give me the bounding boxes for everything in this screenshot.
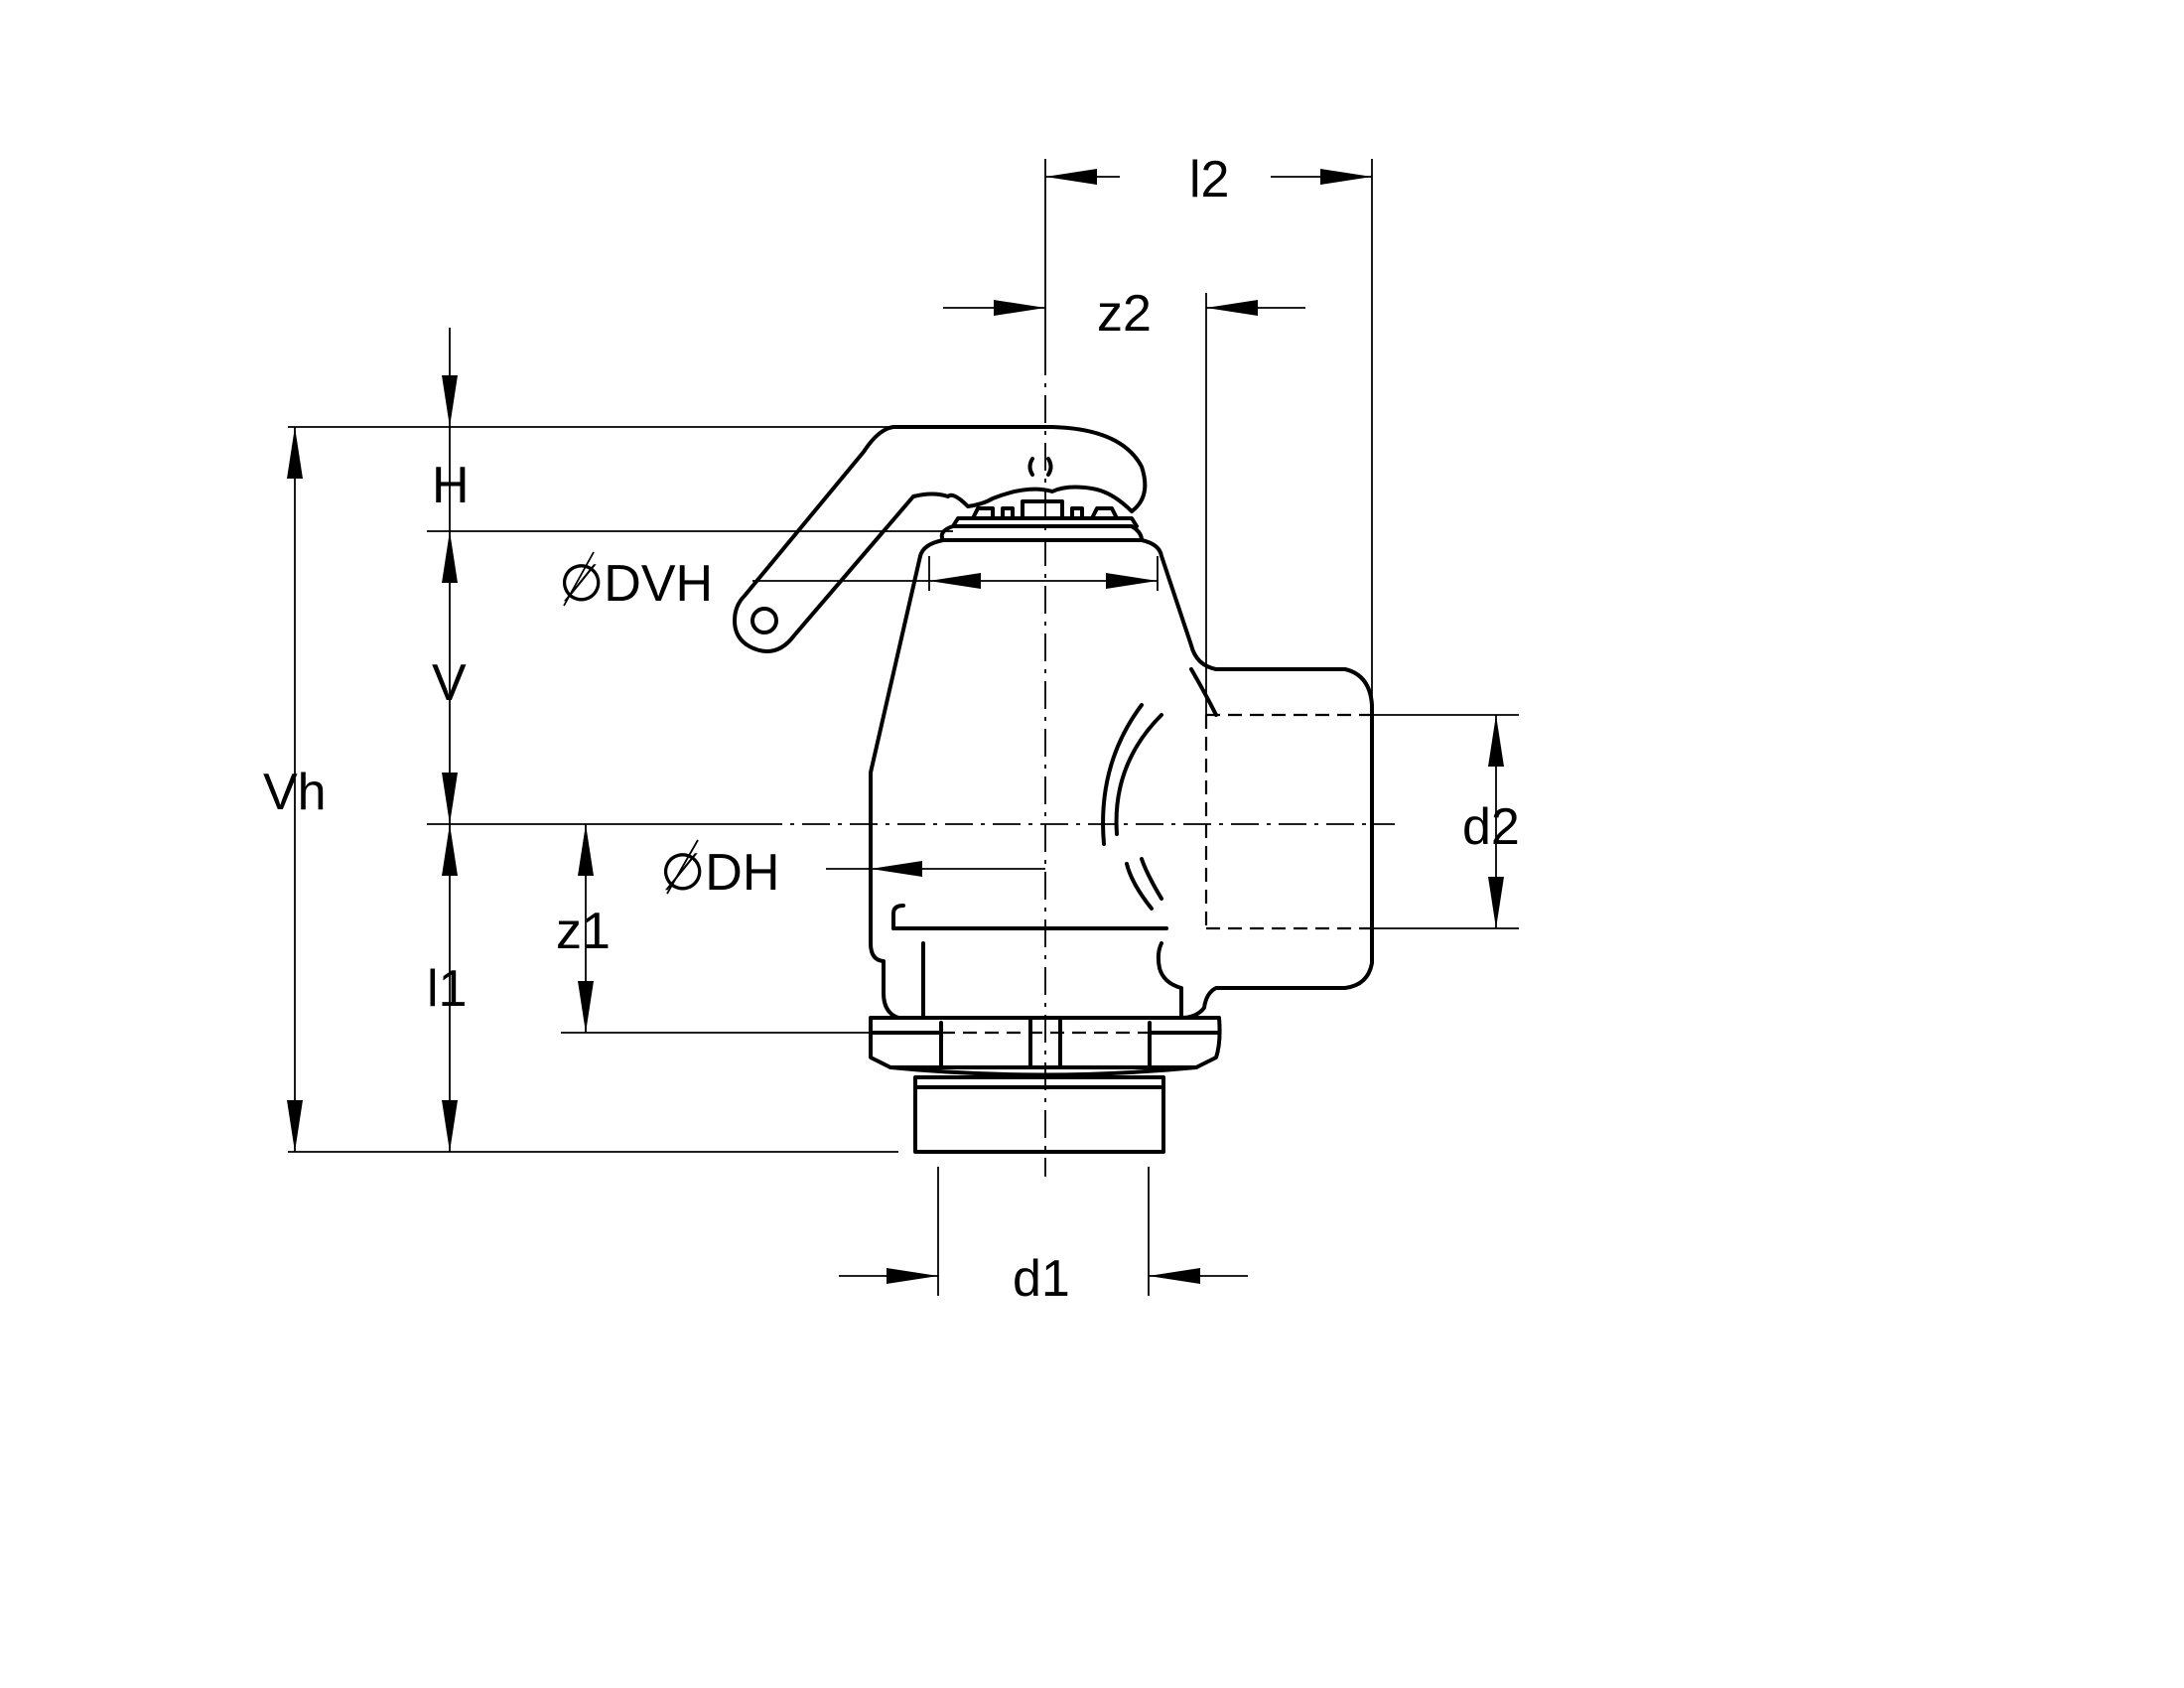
label-d2: d2	[1462, 798, 1520, 856]
valve-body	[869, 538, 1374, 1020]
label-v: V	[432, 654, 467, 712]
label-z2: z2	[1097, 285, 1152, 343]
label-l2: l2	[1189, 151, 1229, 209]
dimension-lines	[294, 176, 1497, 1277]
label-dvh: ∅DVH	[559, 555, 713, 613]
label-l1: l1	[427, 960, 467, 1018]
label-h: H	[432, 457, 470, 514]
label-dh: ∅DH	[660, 844, 779, 902]
label-vh: Vh	[263, 764, 327, 821]
union-nut	[869, 1016, 1222, 1077]
lever-handle	[733, 425, 1148, 653]
inlet-tailpiece	[913, 1075, 1165, 1154]
valve-bonnet	[939, 499, 1144, 542]
arrowheads	[287, 169, 1504, 1284]
label-z1: z1	[556, 903, 611, 960]
label-d1: d1	[1013, 1250, 1070, 1308]
outlet-bore-hidden	[1204, 713, 1372, 930]
extension-lines	[288, 159, 1519, 1296]
center-lines	[754, 348, 1395, 1177]
